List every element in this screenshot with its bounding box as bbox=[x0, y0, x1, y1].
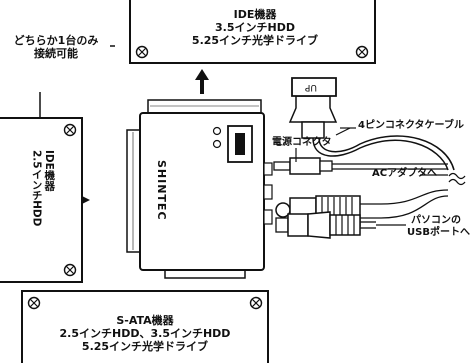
ide-left-line1: IDE機器 bbox=[43, 150, 56, 191]
wavy-break-icon bbox=[448, 172, 466, 186]
ide-top-label: IDE機器 3.5インチHDD 5.25インチ光学ドライブ bbox=[150, 8, 360, 48]
only-one-note: どちらか1台のみ 接続可能 bbox=[2, 34, 110, 60]
ide-left-line2: 2.5インチHDD bbox=[30, 150, 43, 227]
sata-device-bottom bbox=[21, 290, 269, 363]
led-icon bbox=[212, 139, 222, 149]
ide-device-top bbox=[129, 0, 376, 64]
ide-top-line2: 3.5インチHDD bbox=[215, 21, 295, 35]
ide-top-line1: IDE機器 bbox=[233, 8, 277, 21]
arrow-up-icon bbox=[195, 69, 209, 94]
usb-cable bbox=[275, 211, 376, 239]
ide-left-label: IDE機器 2.5インチHDD bbox=[30, 150, 56, 260]
four-pin-cable-label: 4ピンコネクタケーブル bbox=[358, 120, 464, 131]
note-line2: 接続可能 bbox=[34, 47, 78, 61]
pc-usb-label: パソコンの USBポートへ bbox=[407, 215, 470, 239]
sata-line3: 5.25インチ光学ドライブ bbox=[81, 340, 209, 354]
up-label: UP bbox=[305, 81, 318, 92]
ide-top-line3: 5.25インチ光学ドライブ bbox=[191, 34, 319, 48]
adapter-box bbox=[126, 99, 273, 279]
sata-bottom-label: S-ATA機器 2.5インチHDD、3.5インチHDD 5.25インチ光学ドライ… bbox=[40, 314, 250, 354]
screw-icon bbox=[135, 45, 149, 59]
screw-icon bbox=[355, 45, 369, 59]
screw-icon bbox=[27, 296, 41, 310]
leader-lines bbox=[295, 127, 448, 226]
pc-usb-line1: パソコンの bbox=[411, 215, 461, 226]
led-icon bbox=[212, 126, 222, 136]
power-connector-label: 電源コネクタ bbox=[272, 137, 332, 148]
ide-device-left bbox=[0, 117, 83, 283]
ac-adapter-label: ACアダプタへ bbox=[372, 168, 438, 179]
screw-icon bbox=[63, 123, 77, 137]
screw-icon bbox=[63, 263, 77, 277]
pc-usb-line2: USBポートへ bbox=[407, 227, 470, 238]
sata-line2: 2.5インチHDD、3.5インチHDD bbox=[59, 327, 231, 341]
sata-line1: S-ATA機器 bbox=[116, 314, 174, 327]
note-line1: どちらか1台のみ bbox=[13, 34, 99, 47]
screw-icon bbox=[249, 296, 263, 310]
adapter-brand: SHINTEC bbox=[155, 160, 169, 221]
four-pin-cable bbox=[288, 77, 455, 171]
